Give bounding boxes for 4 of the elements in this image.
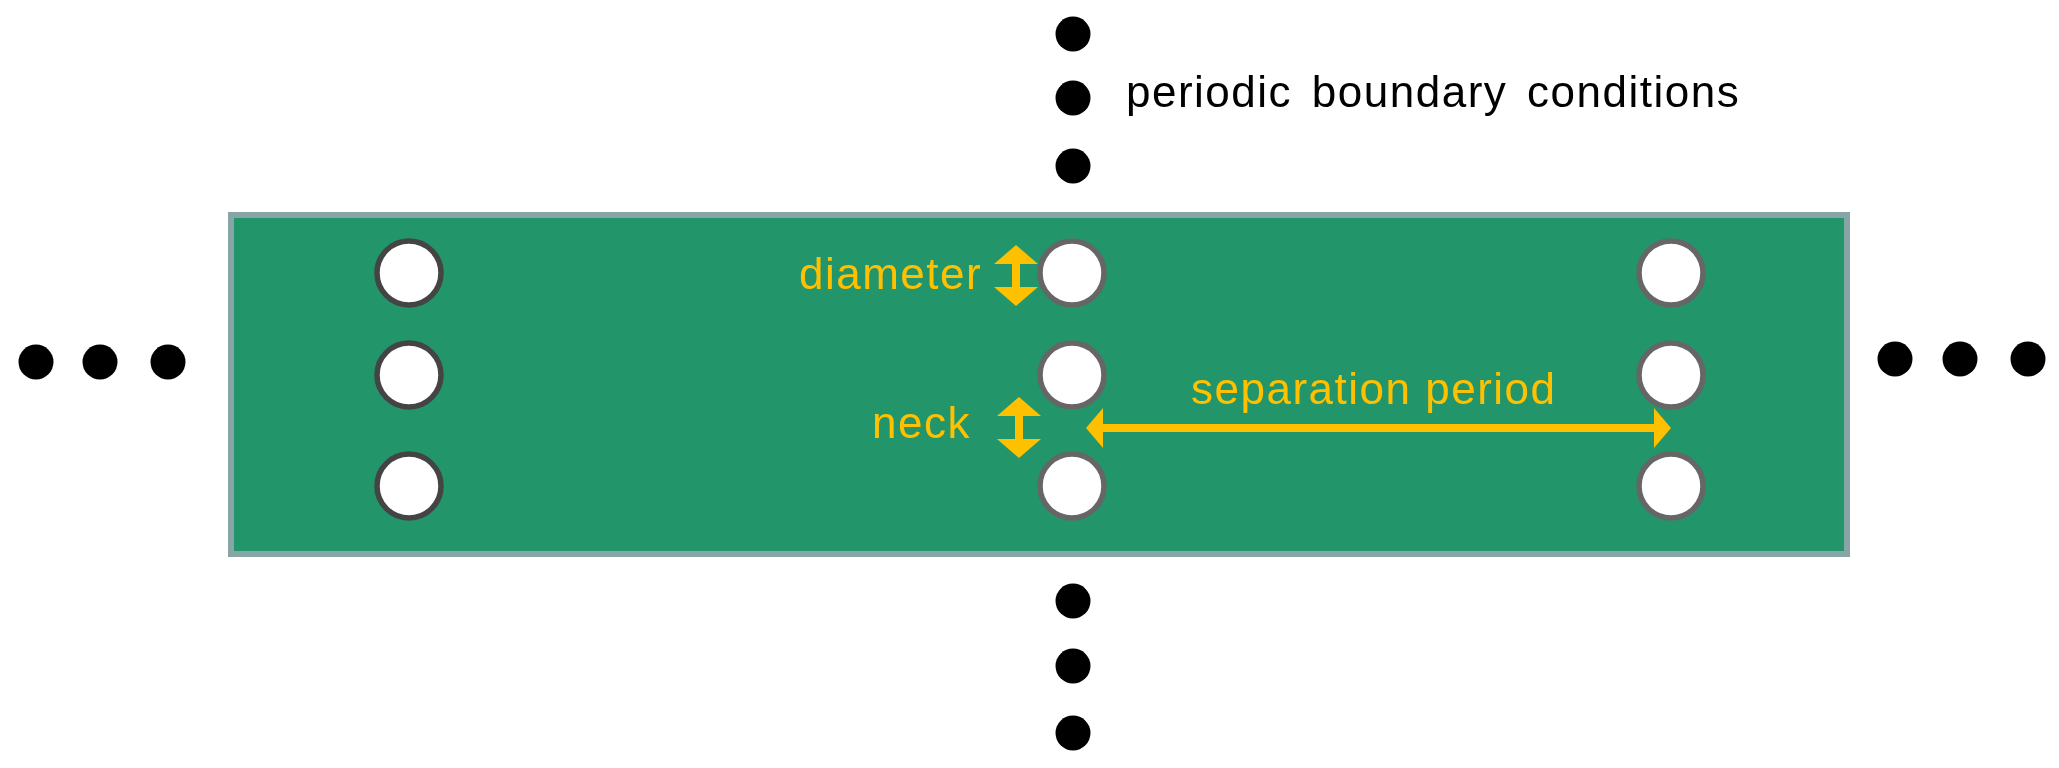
dimension-label: neck [872, 401, 971, 445]
dimension-label: diameter [799, 252, 983, 296]
annotation-text: periodic boundary conditions [1126, 70, 1741, 114]
dimension-label: separation period [1191, 367, 1557, 411]
